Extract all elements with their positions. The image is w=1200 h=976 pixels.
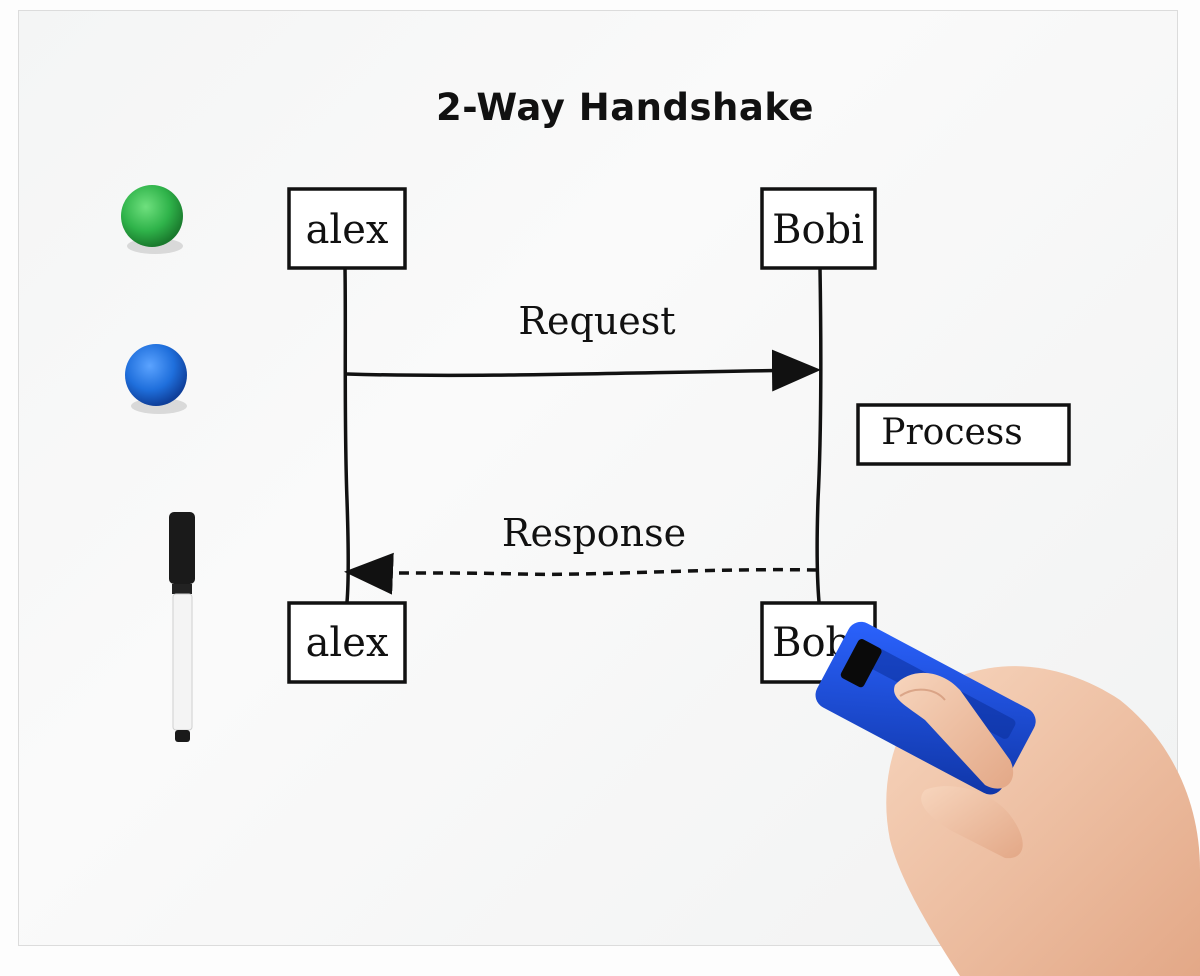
diagram-title: 2-Way Handshake bbox=[435, 86, 815, 129]
message-label-response: Response bbox=[502, 511, 686, 555]
lifeline-alex bbox=[343, 267, 350, 603]
participant-bobi-top: Bobi bbox=[760, 187, 877, 270]
participant-alex-bottom: alex bbox=[287, 601, 407, 684]
message-arrow-response bbox=[344, 552, 818, 595]
message-label-request: Request bbox=[518, 299, 675, 343]
hand-with-eraser bbox=[815, 621, 1200, 976]
note-label: Process bbox=[881, 412, 1023, 453]
green-magnet bbox=[121, 185, 183, 254]
marker-pen bbox=[169, 512, 195, 742]
note-process: Process bbox=[856, 403, 1071, 466]
message-arrow-request bbox=[346, 349, 821, 392]
participant-alex-top: alex bbox=[287, 187, 407, 270]
participant-label: Bobi bbox=[772, 207, 864, 253]
lifeline-bobi bbox=[815, 267, 823, 603]
blue-magnet bbox=[125, 344, 187, 414]
participant-label: alex bbox=[306, 207, 389, 253]
participant-label: alex bbox=[306, 620, 389, 666]
